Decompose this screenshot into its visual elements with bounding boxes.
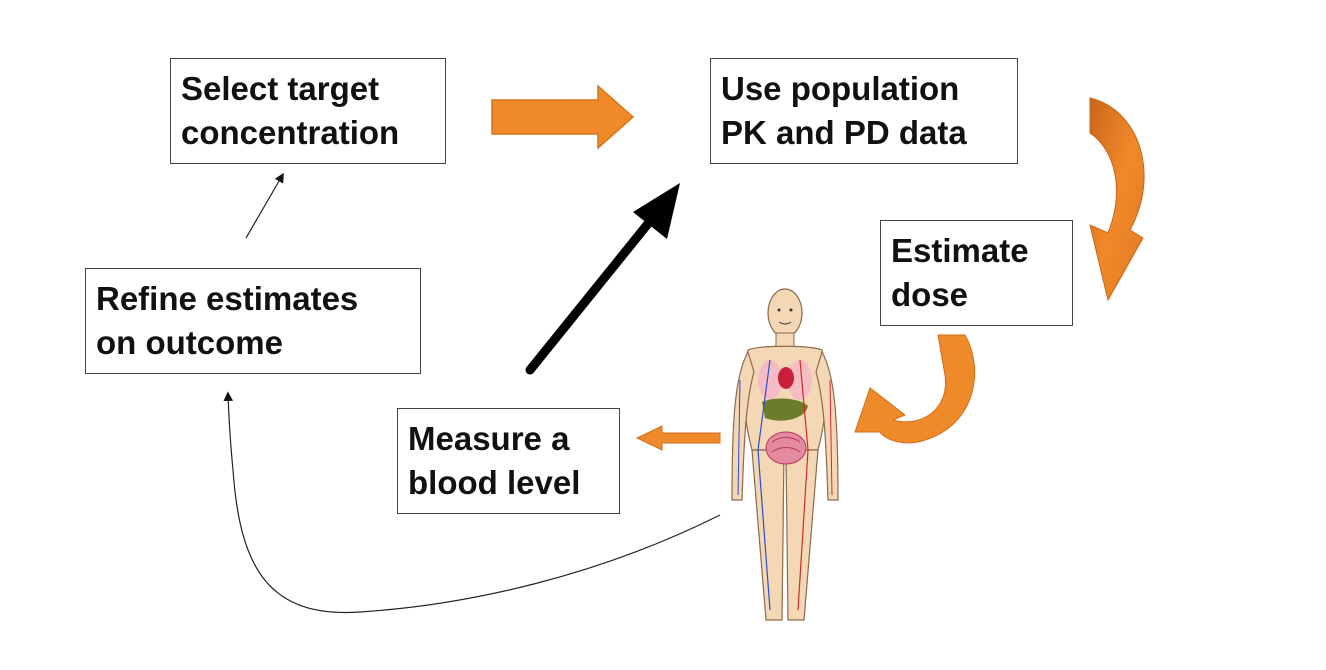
- orange-arrow-left: [637, 426, 720, 450]
- refine-estimates-line-1: Refine estimates: [96, 277, 410, 321]
- select-target-line-1: Select target: [181, 67, 435, 111]
- measure-blood-box: Measure a blood level: [397, 408, 620, 514]
- orange-hook-arrow: [855, 335, 975, 443]
- select-target-line-2: concentration: [181, 111, 435, 155]
- human-anatomy-figure: [732, 289, 838, 620]
- use-population-line-2: PK and PD data: [721, 111, 1007, 155]
- refine-estimates-line-2: on outcome: [96, 321, 410, 365]
- estimate-dose-box: Estimate dose: [880, 220, 1073, 326]
- estimate-dose-line-2: dose: [891, 273, 1062, 317]
- use-population-box: Use population PK and PD data: [710, 58, 1018, 164]
- use-population-line-1: Use population: [721, 67, 1007, 111]
- measure-blood-line-2: blood level: [408, 461, 609, 505]
- measure-blood-line-1: Measure a: [408, 417, 609, 461]
- orange-curved-arrow-down: [1090, 98, 1144, 300]
- select-target-box: Select target concentration: [170, 58, 446, 164]
- black-arrow-shaft: [530, 215, 655, 370]
- refine-estimates-box: Refine estimates on outcome: [85, 268, 421, 374]
- estimate-dose-line-1: Estimate: [891, 229, 1062, 273]
- thin-arrow-up: [246, 176, 282, 238]
- orange-arrow-right: [492, 86, 633, 148]
